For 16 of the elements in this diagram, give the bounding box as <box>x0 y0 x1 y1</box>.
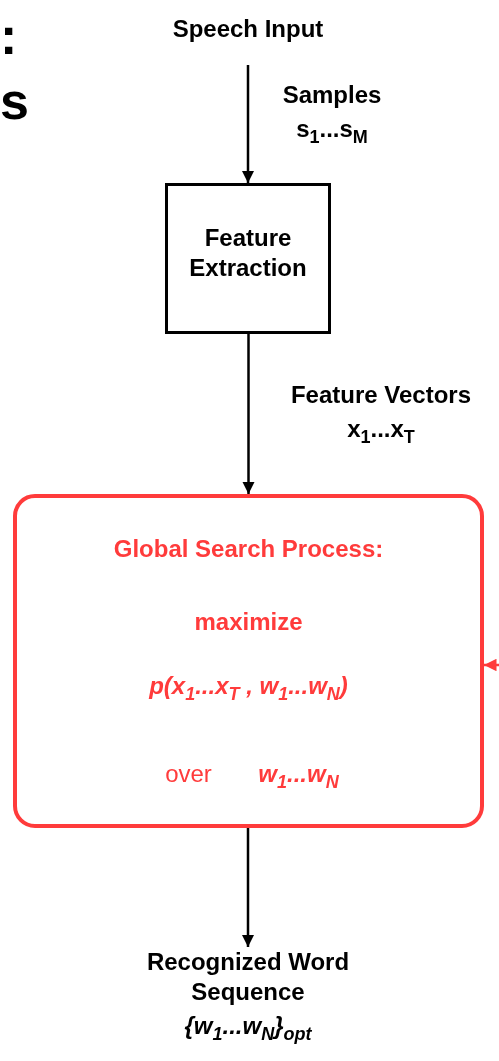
title-fragment: : <box>0 10 18 62</box>
title-fragment: s <box>0 75 29 127</box>
arrow <box>242 334 255 494</box>
arrow <box>241 828 255 947</box>
formula-text: maximize <box>193 607 304 637</box>
process-box <box>165 183 331 334</box>
formula-text: over <box>164 759 213 789</box>
formula-text: p(x$_{1}$...x$_{T}$ , w$_{1}$...w$_{N}$) <box>147 671 349 701</box>
arrow <box>241 65 255 183</box>
formula-text: w$_{1}$...w$_{N}$ <box>257 759 340 789</box>
node-text: Speech Input <box>171 14 325 44</box>
arrow <box>484 658 499 672</box>
box-heading: Global Search Process: <box>112 534 385 564</box>
search-process-box <box>13 494 484 828</box>
node-text: Feature Extraction <box>188 223 308 283</box>
node-text: Recognized Word Sequence <box>145 947 351 1007</box>
